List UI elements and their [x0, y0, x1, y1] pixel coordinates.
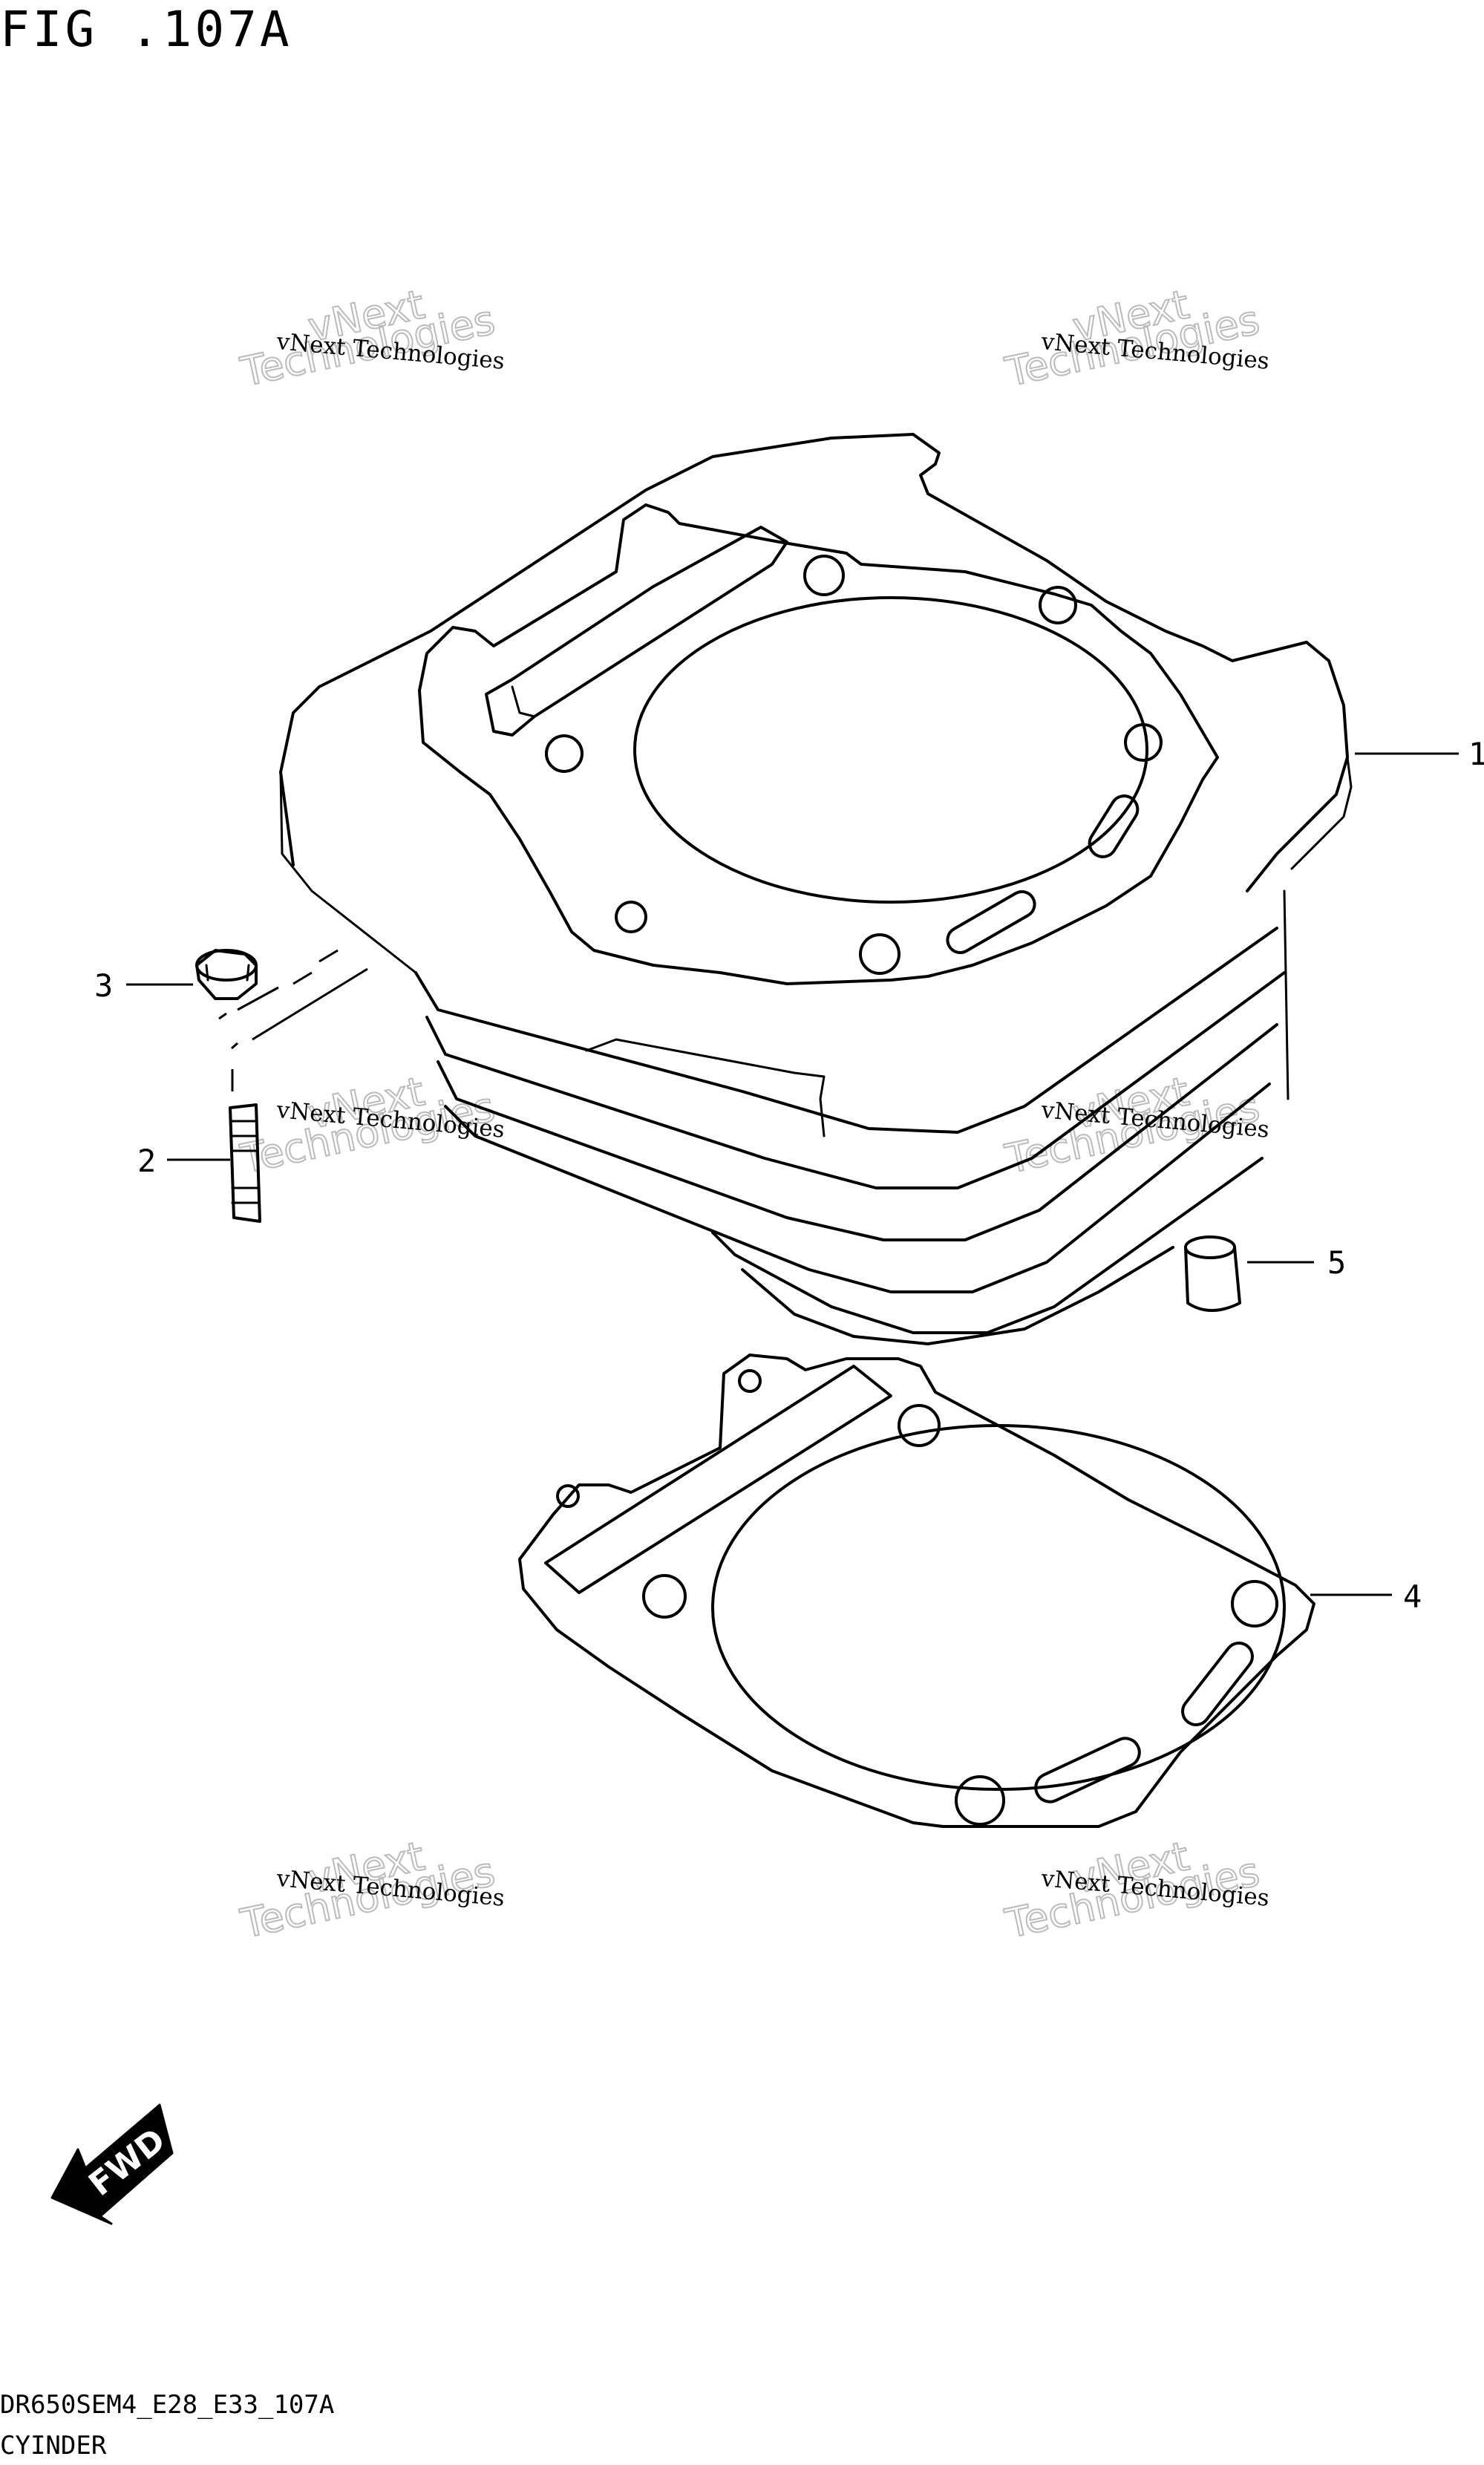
fwd-arrow-icon: FWD	[50, 2103, 174, 2225]
gasket-part	[518, 1354, 1315, 1828]
cylinder-part	[279, 433, 1353, 1345]
stud-part	[229, 1103, 261, 1223]
callout-5: 5	[1327, 1244, 1346, 1281]
watermark-bottom-right: Technologies vNext vNext Technologies	[1001, 1832, 1271, 1948]
watermark-top-left: Technologies vNext vNext Technologies	[236, 280, 506, 396]
watermark-mid-right: Technologies vNext vNext Technologies	[1001, 1067, 1271, 1183]
dowel-pin-part	[1184, 1235, 1241, 1312]
watermark-bottom-left: Technologies vNext vNext Technologies	[236, 1832, 506, 1948]
nut-part	[195, 949, 258, 1000]
figure-title: FIG .107A	[0, 1, 292, 58]
callout-4: 4	[1403, 1578, 1422, 1615]
callout-3: 3	[94, 967, 113, 1004]
callout-1: 1	[1468, 736, 1484, 772]
model-code: DR650SEM4_E28_E33_107A	[0, 2390, 334, 2420]
figure-caption: CYINDER	[0, 2431, 107, 2461]
watermark-top-right: Technologies vNext vNext Technologies	[1001, 280, 1271, 396]
callout-2: 2	[137, 1143, 156, 1179]
alignment-line	[218, 949, 368, 1091]
